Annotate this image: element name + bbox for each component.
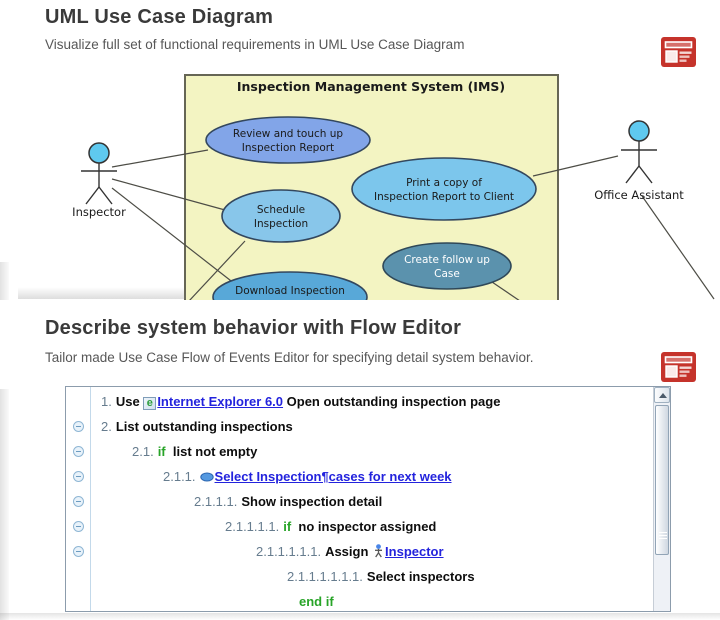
step-number: 2.1.1. [163, 469, 196, 484]
section2-title: Describe system behavior with Flow Edito… [45, 317, 462, 339]
inspector-link[interactable]: Inspector [385, 544, 444, 559]
scrollbar-grip [659, 532, 667, 541]
step-number: 2.1.1.1.1.1. [256, 544, 322, 559]
usecase-review-report: Review and touch up Inspection Report [205, 116, 371, 164]
screenshot-edge [0, 262, 9, 300]
collapse-icon[interactable] [73, 471, 84, 482]
flow-step-2-1-1-1-1-1: 2.1.1.1.1.1.Assign Inspector [256, 544, 444, 559]
system-boundary-title: Inspection Management System (IMS) [237, 79, 505, 94]
step-number: 2.1.1.1.1. [225, 519, 280, 534]
svg-text:Schedule: Schedule [257, 204, 305, 216]
flow-step-2-1-1-1: 2.1.1.1.Show inspection detail [194, 494, 383, 509]
collapse-icon[interactable] [73, 421, 84, 432]
collapse-icon[interactable] [73, 446, 84, 457]
screenshot-fade [18, 287, 186, 299]
svg-text:Inspection Report to Client: Inspection Report to Client [374, 191, 514, 203]
svg-text:Download Inspection: Download Inspection [235, 285, 345, 297]
svg-text:Inspection Report: Inspection Report [242, 142, 334, 154]
usecase-create-followup-case: Create follow up Case [382, 242, 512, 290]
usecase-download-inspection: Download Inspection [212, 271, 368, 300]
usecase-schedule-inspection: Schedule Inspection [221, 189, 341, 243]
association-lines [111, 149, 715, 300]
flow-step-2-1-1-1-1-1-1: 2.1.1.1.1.1.1.Select inspectors [287, 569, 475, 584]
svg-text:Review and touch up: Review and touch up [233, 128, 344, 140]
svg-text:Case: Case [434, 268, 460, 280]
internet-explorer-icon: e [143, 397, 157, 410]
svg-text:Create follow up: Create follow up [404, 254, 490, 266]
flow-end-if: end if [66, 589, 652, 614]
use-case-diagram: Inspection Management System (IMS) Revie… [72, 74, 715, 300]
step-number: 2.1.1.1. [194, 494, 238, 509]
section1-subtitle: Visualize full set of functional require… [45, 37, 465, 52]
step-number: 2. [101, 419, 112, 434]
collapse-icon[interactable] [73, 521, 84, 532]
collapse-icon[interactable] [73, 496, 84, 507]
svg-text:Inspection: Inspection [254, 218, 308, 230]
actor-office-assistant: Office Assistant [594, 120, 684, 202]
actor-icon [375, 544, 383, 558]
if-keyword: if [157, 444, 166, 459]
step-number: 1. [101, 394, 112, 409]
flow-step-2-1: 2.1.if list not empty [132, 444, 258, 459]
screenshot-edge [0, 389, 9, 620]
collapse-icon[interactable] [73, 546, 84, 557]
feature-article-icon [661, 352, 696, 382]
step-number: 2.1. [132, 444, 154, 459]
select-inspection-link[interactable]: Select Inspection¶cases for next week [214, 469, 452, 484]
actor-office-assistant-label: Office Assistant [594, 188, 684, 202]
feature-article-icon [661, 37, 696, 67]
internet-explorer-link[interactable]: Internet Explorer 6.0 [157, 394, 284, 409]
end-if-keyword: end if [299, 594, 334, 609]
flow-step-2-1-1: 2.1.1. Select Inspection¶cases for next w… [66, 464, 652, 489]
section1-title: UML Use Case Diagram [45, 6, 274, 28]
screenshot-fade [0, 613, 720, 620]
step-number: 2.1.1.1.1.1.1. [287, 569, 363, 584]
gutter-divider [90, 387, 91, 611]
flow-step-2: 2.List outstanding inspections [101, 419, 293, 434]
vertical-scrollbar[interactable] [653, 387, 670, 611]
actor-inspector-label: Inspector [72, 205, 126, 219]
usecase-print-copy: Print a copy of Inspection Report to Cli… [351, 157, 537, 221]
scroll-up-button[interactable] [654, 387, 670, 403]
flow-step-2-1-1-1-1: 2.1.1.1.1.if no inspector assigned [225, 519, 437, 534]
scrollbar-thumb[interactable] [655, 405, 669, 555]
section2-subtitle: Tailor made Use Case Flow of Events Edit… [45, 350, 534, 365]
if-keyword: if [283, 519, 292, 534]
actor-inspector: Inspector [72, 142, 126, 219]
use-case-icon [199, 472, 214, 482]
svg-text:Print a copy of: Print a copy of [406, 177, 482, 189]
